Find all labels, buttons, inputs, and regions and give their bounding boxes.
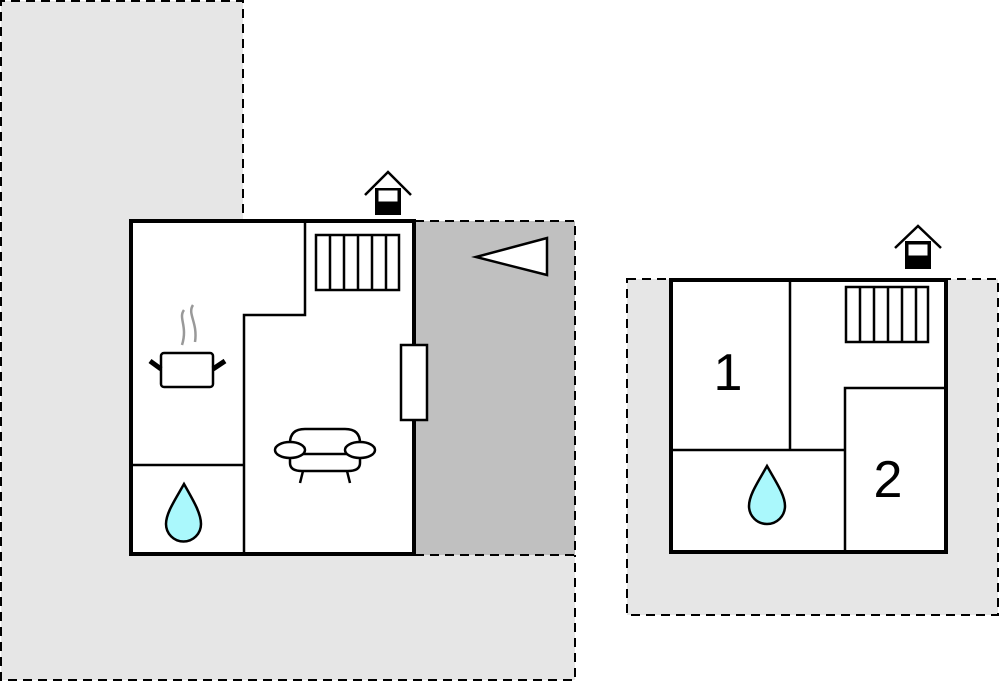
cooking-pot-icon (148, 304, 227, 389)
water-drop-icon (747, 463, 787, 526)
water-drop-icon (164, 481, 203, 543)
building-1-interior-walls (131, 221, 307, 554)
room-1-label: 1 (714, 344, 743, 402)
sofa-icon (273, 427, 377, 484)
building-2-interior-walls (671, 280, 946, 552)
room-2-label: 2 (874, 451, 903, 509)
door-icon (399, 343, 429, 422)
stairs-icon (314, 233, 401, 292)
terrace (415, 221, 575, 555)
terrace-border (415, 220, 576, 556)
outdoor-area-1 (1, 1, 575, 680)
chimney-house-icon (364, 170, 412, 215)
chimney-house-icon (894, 224, 942, 269)
stairs-icon (844, 285, 930, 344)
direction-triangle-icon (471, 236, 549, 277)
